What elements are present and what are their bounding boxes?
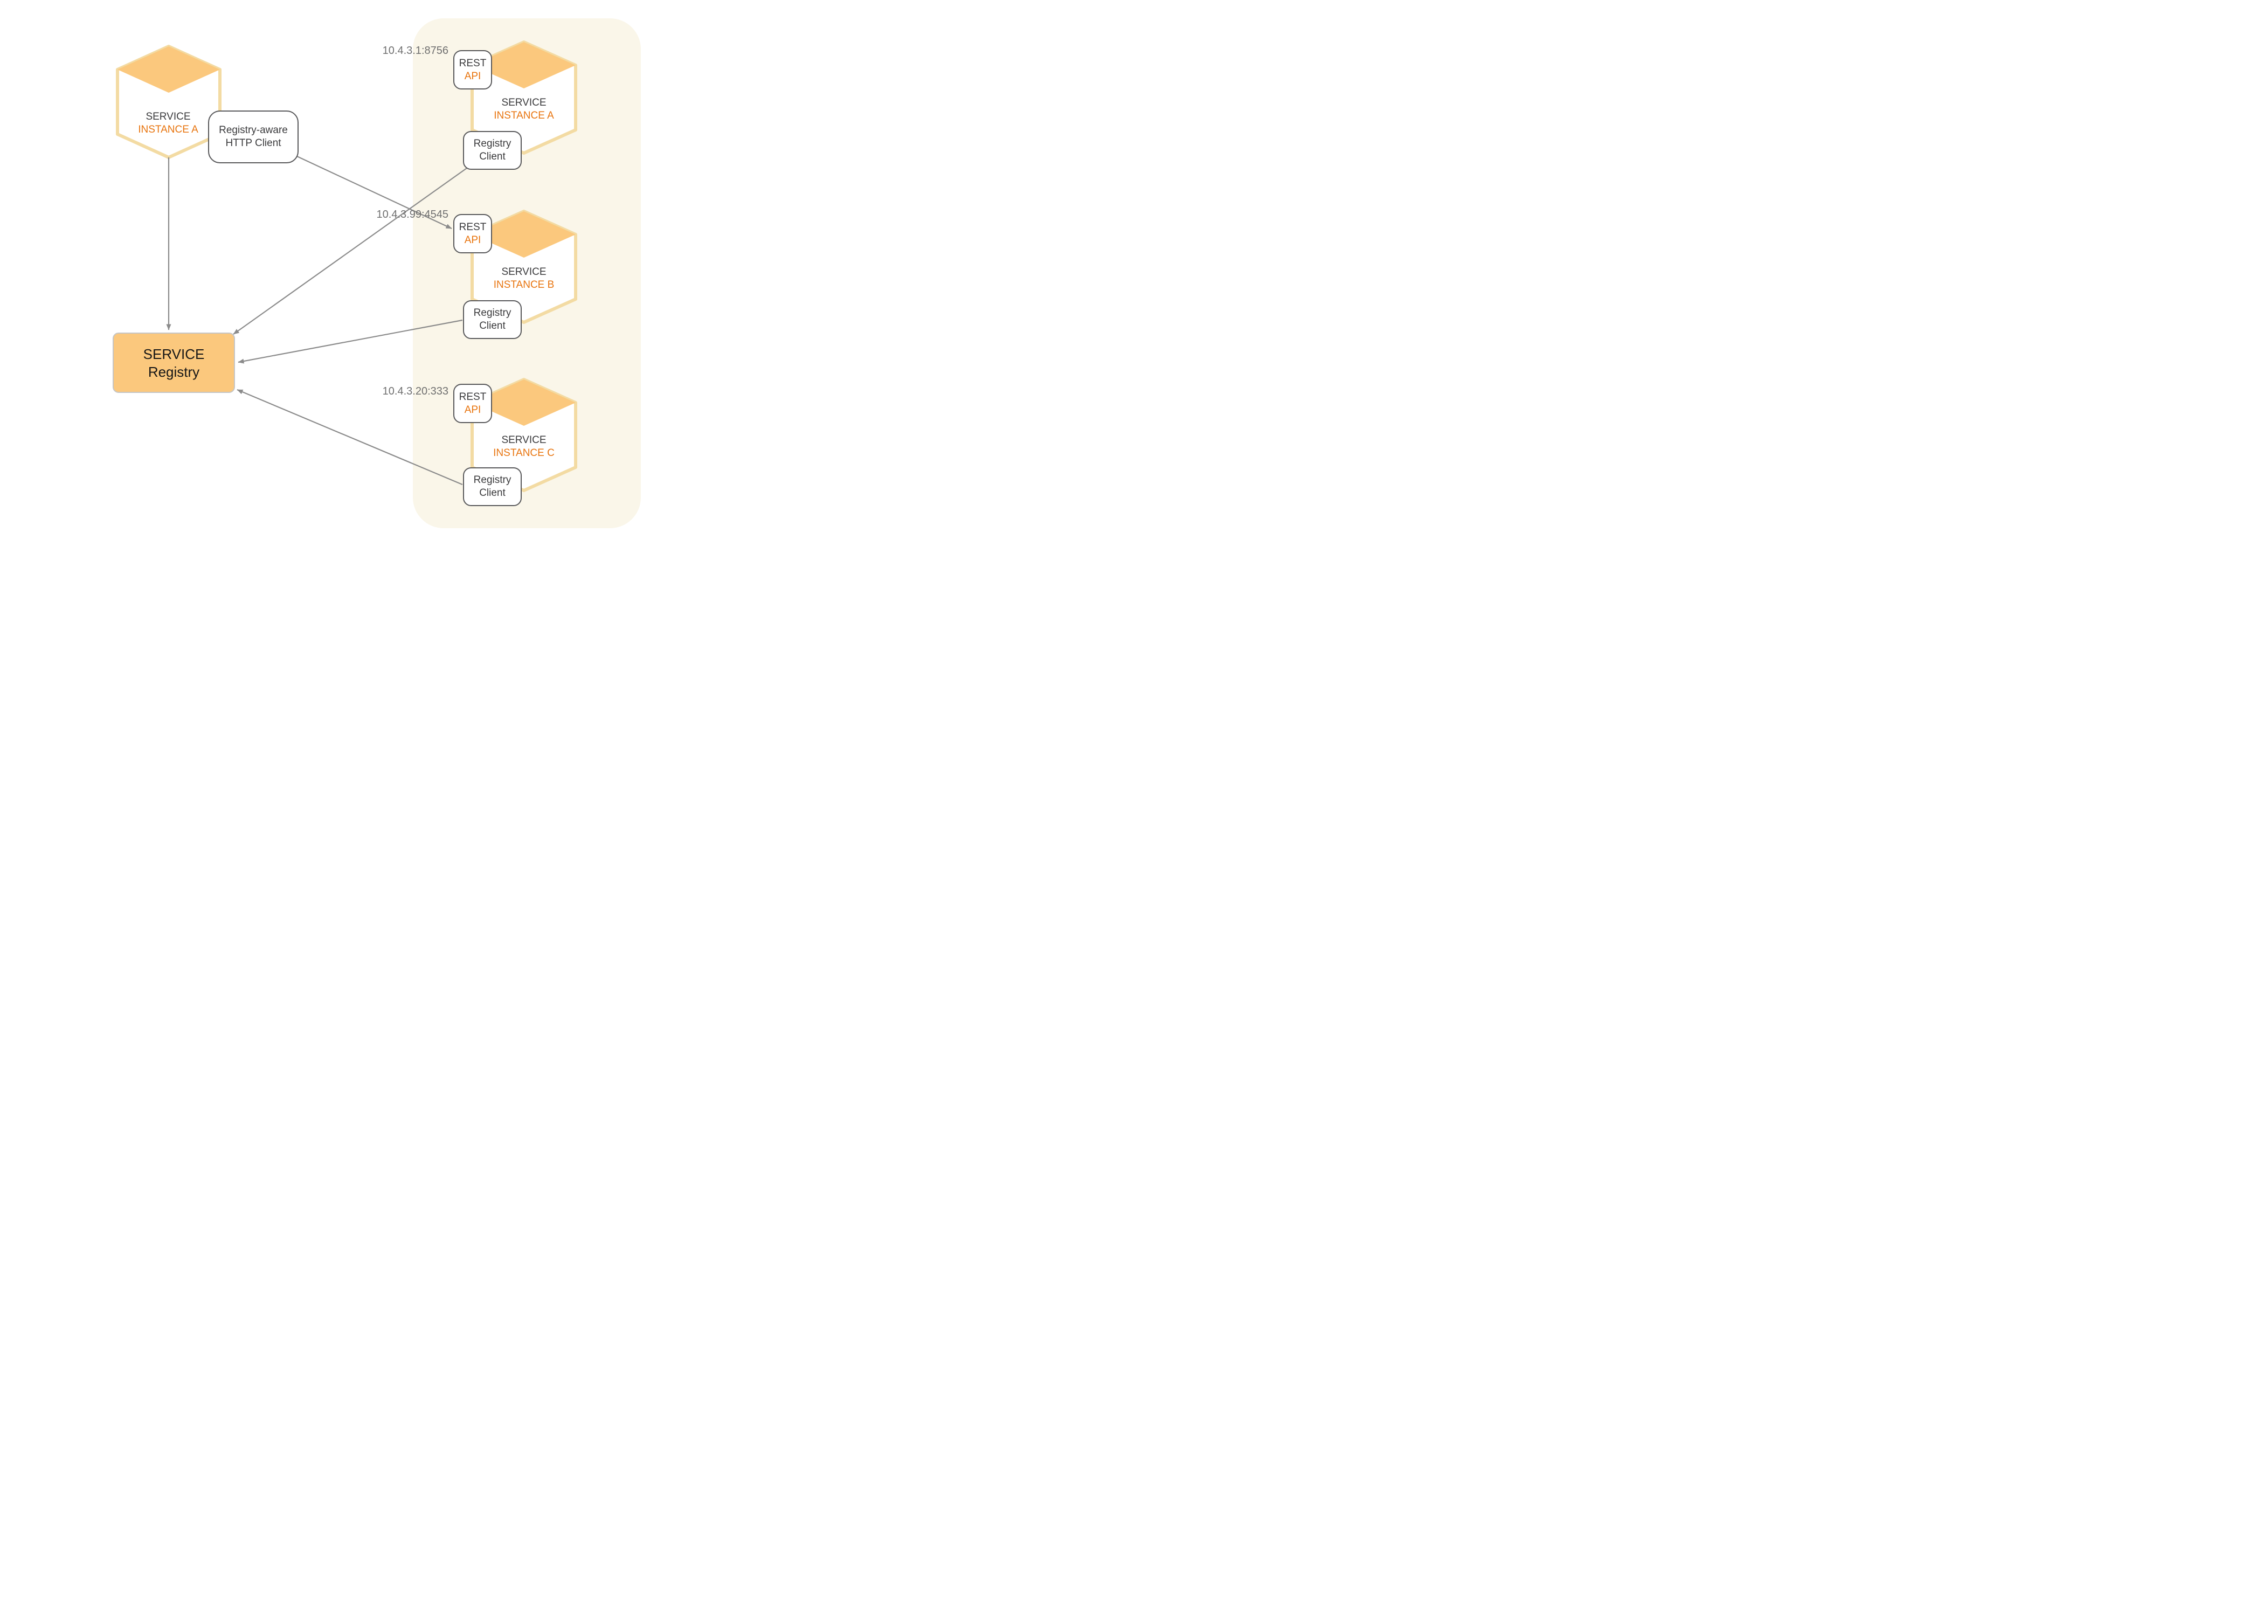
instance-a-registry-client-box: Registry Client xyxy=(463,131,522,170)
instance-c-registry-client-line1: Registry xyxy=(473,474,511,486)
arrow-registry-client-a-to-registry xyxy=(233,168,467,335)
instance-a-label: SERVICE INSTANCE A xyxy=(472,96,576,122)
instance-a-instance-label: INSTANCE A xyxy=(494,110,554,121)
instance-b-rest-label: REST xyxy=(459,222,487,233)
service-registry-box: SERVICE Registry xyxy=(113,333,235,393)
instance-c-rest-label: REST xyxy=(459,391,487,403)
caller-service-instance-hexagon xyxy=(116,45,222,159)
registry-aware-http-client-box: Registry-aware HTTP Client xyxy=(208,110,299,163)
instance-b-registry-client-box: Registry Client xyxy=(463,300,522,339)
arrow-registry-client-b-to-registry xyxy=(238,319,463,364)
instance-b-api-label: API xyxy=(464,234,481,246)
instance-a-registry-client-line1: Registry xyxy=(473,138,511,149)
caller-service-label: SERVICE xyxy=(146,111,191,122)
instance-b-registry-client-line2: Client xyxy=(479,320,506,331)
service-instance-c-hexagon xyxy=(471,378,577,492)
service-registry-label-line2: Registry xyxy=(148,364,200,380)
caller-instance-label: INSTANCE A xyxy=(138,124,198,135)
service-discovery-diagram: SERVICE INSTANCE A Registry-aware HTTP C… xyxy=(0,0,756,541)
diagram-shapes-layer xyxy=(116,40,577,492)
instance-b-service-label: SERVICE xyxy=(501,266,547,278)
http-client-label-line1: Registry-aware xyxy=(219,125,288,136)
instance-c-api-label: API xyxy=(464,404,481,416)
instance-b-instance-label: INSTANCE B xyxy=(493,279,555,291)
arrow-http-client-to-rest-api-b xyxy=(296,156,452,229)
instance-c-rest-api-box: REST API xyxy=(453,384,492,423)
caller-service-instance-label: SERVICE INSTANCE A xyxy=(117,110,219,136)
instance-a-api-label: API xyxy=(464,71,481,82)
http-client-label-line2: HTTP Client xyxy=(225,137,281,149)
instance-c-registry-client-line2: Client xyxy=(479,487,506,499)
instance-c-service-label: SERVICE xyxy=(501,434,547,446)
instance-a-ip-address: 10.4.3.1:8756 xyxy=(382,45,448,57)
instance-c-instance-label: INSTANCE C xyxy=(493,447,555,459)
instance-a-service-label: SERVICE xyxy=(501,97,547,108)
instance-b-ip-address: 10.4.3.99:4545 xyxy=(376,209,448,220)
instance-b-label: SERVICE INSTANCE B xyxy=(472,266,576,292)
service-registry-label-line1: SERVICE xyxy=(143,346,205,362)
service-instance-a-hexagon xyxy=(471,40,577,155)
instance-a-rest-label: REST xyxy=(459,58,487,69)
instance-a-rest-api-box: REST API xyxy=(453,50,492,89)
instance-b-registry-client-line1: Registry xyxy=(473,307,511,319)
service-instance-b-hexagon xyxy=(471,210,577,324)
instance-c-registry-client-box: Registry Client xyxy=(463,467,522,506)
instance-a-registry-client-line2: Client xyxy=(479,151,506,162)
instance-c-label: SERVICE INSTANCE C xyxy=(472,434,576,460)
arrow-registry-client-c-to-registry xyxy=(237,389,463,486)
instance-c-ip-address: 10.4.3.20:333 xyxy=(382,385,448,397)
instance-b-rest-api-box: REST API xyxy=(453,214,492,253)
